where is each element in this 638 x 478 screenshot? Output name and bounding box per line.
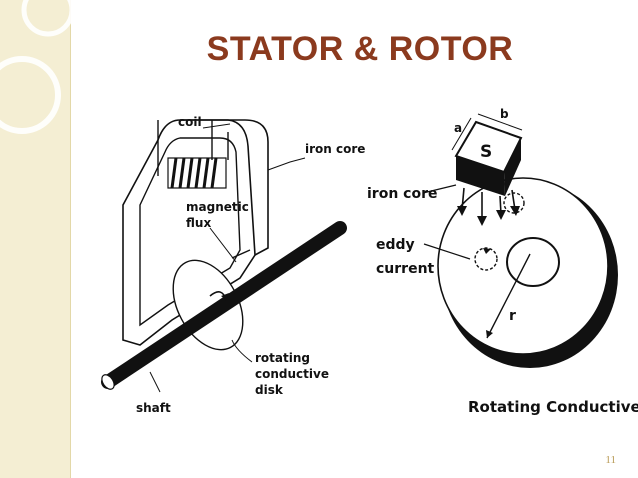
disk-hub (506, 237, 560, 287)
label-magnetic: magnetic (186, 200, 249, 214)
dim-a-line (451, 117, 472, 151)
leader-iron-core-right (422, 184, 457, 194)
label-conductive: conductive (255, 367, 329, 381)
label-coil: coil (178, 115, 202, 129)
leader-disk (231, 339, 253, 363)
label-current: current (376, 261, 435, 277)
label-dim-a: a (454, 121, 462, 135)
label-shaft: shaft (136, 401, 171, 415)
flux-gap (231, 249, 251, 259)
eddy-arrowhead (483, 248, 491, 254)
slide-title: STATOR & ROTOR (206, 30, 514, 68)
dim-b-line (477, 113, 523, 131)
label-flux: flux (186, 216, 211, 230)
eddy-current-circle-1 (503, 192, 525, 214)
decor-ring-2 (21, 0, 75, 37)
decorative-left-band (0, 0, 70, 478)
slide-number: 11 (605, 454, 616, 466)
leader-coil (202, 123, 231, 129)
iron-core-depth (180, 119, 269, 256)
shaft (101, 221, 347, 389)
magnet-pole-label: S (480, 142, 492, 162)
radius-arrowhead (486, 330, 493, 338)
label-rotating: rotating (255, 351, 310, 365)
label-dim-b: b (500, 107, 509, 121)
decor-ring-1 (0, 56, 61, 134)
rotation-arrowhead (221, 293, 229, 300)
diagram-caption: Rotating Conductive Disk (468, 398, 638, 416)
label-eddy: eddy (376, 237, 415, 253)
leader-flux (209, 227, 237, 263)
radius-line (486, 253, 531, 339)
leader-shaft (149, 371, 161, 393)
magnet-front (456, 156, 505, 196)
label-iron-core-left: iron core (305, 142, 365, 156)
shaft-end (101, 374, 115, 390)
label-radius: r (509, 308, 516, 324)
magnet-side (504, 138, 521, 196)
leader-iron-core (267, 157, 306, 171)
label-iron-core-right: iron core (367, 186, 437, 202)
eddy-current-circle-2 (474, 247, 498, 271)
flux-arrows (457, 187, 520, 226)
band-divider (70, 0, 71, 478)
leader-eddy (423, 243, 471, 260)
coil-windings (167, 157, 227, 189)
label-disk: disk (255, 383, 284, 397)
